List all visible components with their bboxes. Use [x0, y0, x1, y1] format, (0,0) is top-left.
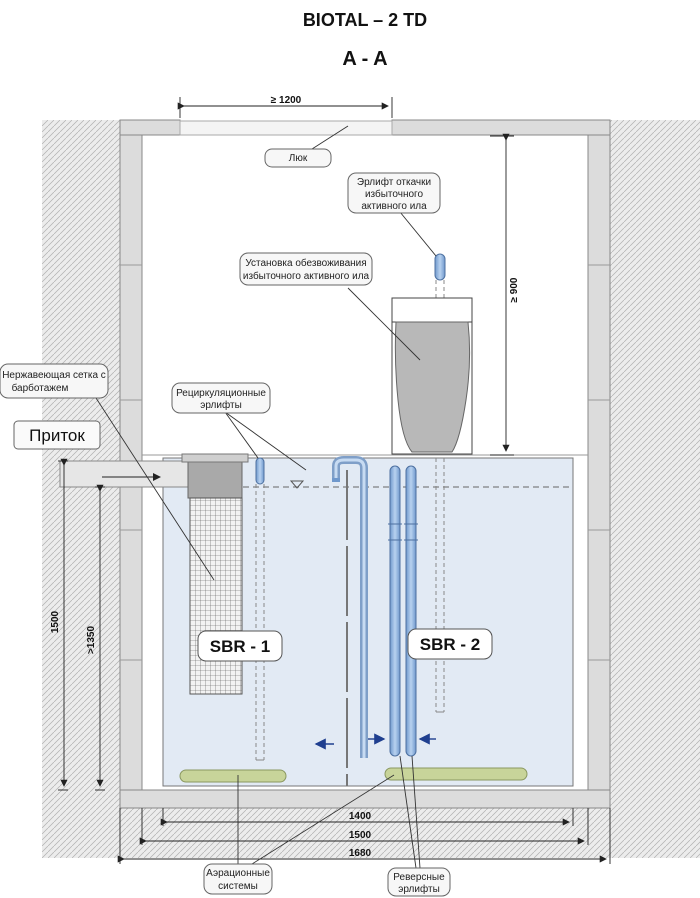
callout-sbr1: SBR - 1	[197, 630, 283, 662]
callout-inflow: Приток	[13, 420, 101, 450]
label-dewatering-2: избыточного активного ила	[243, 270, 370, 282]
label-sbr1: SBR - 1	[210, 637, 270, 656]
callout-aeration: Аэрационные системы	[203, 863, 273, 895]
callout-sbr2: SBR - 2	[407, 628, 493, 660]
callout-hatch: Люк	[264, 148, 332, 168]
label-hatch: Люк	[289, 153, 308, 164]
water-level-mark	[289, 480, 305, 489]
label-airlift-excess-1: Эрлифт откачки	[357, 176, 431, 188]
label-reverse-1: Реверсные	[393, 872, 445, 883]
leader-lines	[95, 125, 437, 869]
label-mesh-1: Нержавеющая сетка с	[2, 370, 106, 381]
flow-arrows	[314, 733, 436, 750]
label-reverse-2: эрлифты	[398, 883, 440, 895]
callout-mesh: Нержавеющая сетка с барботажем	[0, 363, 109, 399]
label-aeration-1: Аэрационные	[206, 868, 270, 879]
label-aeration-2: системы	[218, 881, 258, 892]
dim-height-total: 1500	[50, 610, 61, 633]
mesh-basket	[181, 453, 249, 695]
inflow-pipe	[59, 460, 189, 488]
aerator-left	[179, 769, 287, 783]
reverse-airlift-left	[388, 465, 402, 757]
label-sbr2: SBR - 2	[420, 635, 480, 654]
callout-recirc: Рециркуляционные эрлифты	[171, 382, 271, 414]
dim-hatch-width: ≥ 1200	[271, 95, 302, 106]
recirc-airlift-left	[255, 457, 265, 761]
label-recirc-2: эрлифты	[200, 399, 242, 411]
label-mesh-2: барботажем	[12, 382, 69, 394]
dim-width-mid: 1500	[349, 830, 372, 841]
dimension-lines	[58, 97, 611, 864]
dim-height-inlet: >1350	[86, 626, 97, 655]
callout-dewatering: Установка обезвоживания избыточного акти…	[239, 252, 373, 286]
label-airlift-excess-2: избыточного	[365, 188, 424, 200]
hatch-opening	[179, 120, 393, 136]
label-inflow: Приток	[29, 426, 85, 445]
label-airlift-excess-3: активного ила	[361, 201, 427, 212]
label-recirc-1: Рециркуляционные	[176, 388, 266, 399]
label-dewatering-1: Установка обезвоживания	[245, 257, 366, 269]
dim-width-inner: 1400	[349, 811, 372, 822]
excess-sludge-airlift	[434, 253, 446, 713]
aerator-right	[384, 767, 528, 781]
callout-reverse: Реверсные эрлифты	[387, 867, 451, 897]
dim-height-top: ≥ 900	[509, 277, 520, 302]
callout-excess-airlift: Эрлифт откачки избыточного активного ила	[347, 172, 441, 214]
dewatering-unit	[391, 297, 473, 455]
recirc-airlift-hook	[332, 456, 368, 758]
dim-width-outer: 1680	[349, 848, 372, 859]
diagram-title: BIOTAL – 2 TD	[303, 10, 427, 30]
section-label: A - A	[342, 48, 387, 70]
reverse-airlift-right	[404, 465, 418, 757]
